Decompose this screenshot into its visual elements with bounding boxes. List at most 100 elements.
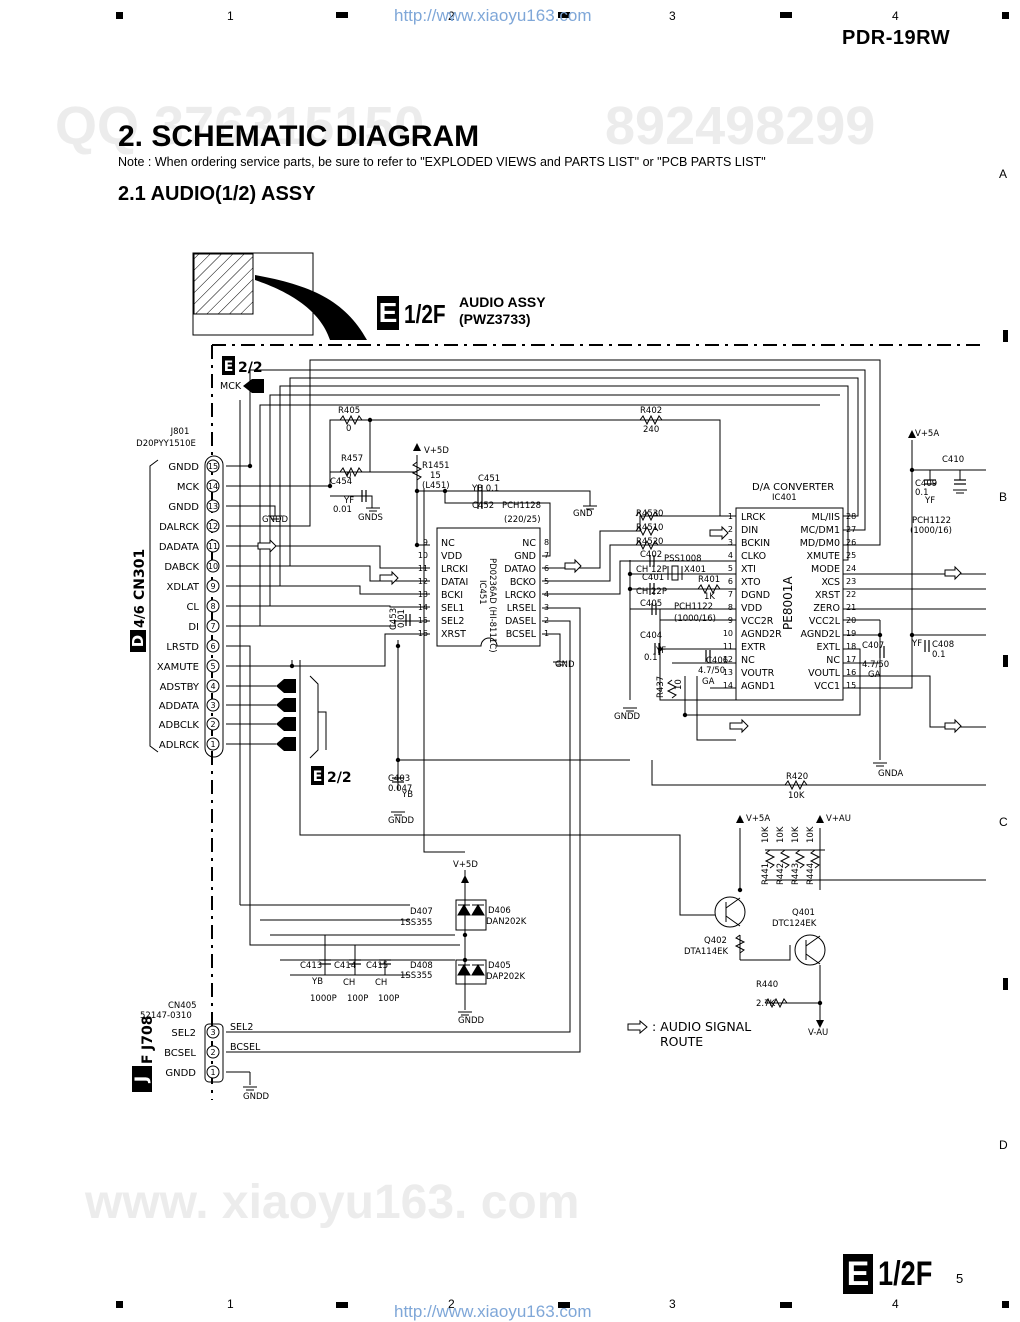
cn301-pin-number: 14 (208, 482, 218, 491)
j708-ref: J708 (140, 1016, 156, 1051)
vau-label: V+AU (826, 814, 851, 824)
r405-value: 0 (346, 424, 351, 434)
x401-ref: X401 (684, 565, 706, 575)
ic401-ref: IC401 (772, 493, 797, 503)
r1451-ref: R1451 (422, 461, 450, 471)
c409-type: YF (924, 496, 935, 506)
watermark-qq: QQ 376315150 (55, 96, 425, 156)
legend-text-line2: ROUTE (660, 1034, 703, 1049)
ic401-pin-name: XTO (741, 577, 761, 588)
c409-ref: C409 (915, 479, 937, 489)
gnda-label: GNDA (878, 769, 903, 779)
c401-value: CH 22P (636, 587, 667, 597)
cn301-pin-name: ADSTBY (160, 682, 200, 693)
ic451-right-pins: NC 8 GND 7 DATAO 6 BCKO 5 LRCKO 4 LRSEL … (504, 538, 549, 640)
cn301-pin-number: 8 (210, 602, 215, 611)
signal-route-arrows (257, 525, 962, 734)
assy-name: AUDIO ASSY (459, 294, 546, 310)
r402-value: 240 (643, 425, 659, 435)
d405-part: DAP202K (486, 972, 526, 982)
ic451-pin-name: NC (441, 538, 455, 549)
r1451-value: 15 (430, 471, 441, 481)
url-link-bottom[interactable]: http://www.xiaoyu163.com (394, 1302, 592, 1321)
ic401-pin-name: DGND (741, 590, 770, 601)
ic451-pin-name: SEL1 (441, 603, 464, 614)
cn301-pin-name: DABCK (164, 562, 199, 573)
ic451-pin-name: BCKO (510, 577, 536, 588)
ic401-pin-name: BCKIN (741, 538, 770, 549)
r451-value: 0 (658, 523, 663, 533)
c410-ref: C410 (942, 455, 964, 465)
cn301-pin-number: 7 (210, 622, 215, 631)
ic401-pin-num: 21 (846, 603, 856, 612)
r405-ref: R405 (338, 406, 360, 416)
j708-pins: SEL2 3 BCSEL 2 GNDD 1 (164, 1028, 215, 1079)
ic401-pin-name: ZERO (813, 603, 840, 614)
ic401-left-pins: 1 LRCK 2 DIN 3 BCKIN 4 CLKO 5 XTI 6 XTO … (723, 512, 782, 692)
ic451-pin-num: 12 (418, 577, 428, 586)
cn301-reference: D 4/6 CN301 (129, 549, 148, 652)
ic401-pin-name: EXTR (741, 642, 766, 653)
ic451-pin-num: 14 (418, 603, 428, 612)
gndd-label-j708: GNDD (243, 1092, 269, 1102)
ic401-pin-num: 8 (728, 603, 733, 612)
r453-ref: R453 (636, 509, 658, 519)
cn301-pin-name: ADLRCK (159, 740, 200, 751)
page-title: 2. SCHEMATIC DIAGRAM (118, 120, 480, 153)
ic401-pin-name: CLKO (741, 551, 766, 562)
ic451-pin-num: 13 (418, 590, 428, 599)
ic401-pin-name: AGND2R (741, 629, 782, 640)
e22-top-tag: E 2/2 (222, 356, 263, 376)
ic451-pin-num: 4 (544, 590, 549, 599)
cn301-pin-number: 3 (210, 701, 215, 710)
url-link-top[interactable]: http://www.xiaoyu163.com (394, 6, 592, 25)
ground-symbols (243, 489, 967, 1091)
gnd-label-ic451: GND (555, 660, 575, 670)
ic401-pin-name: VCC1 (814, 681, 840, 692)
q402-part: DTA114EK (684, 947, 728, 957)
c401-ref: C401 (642, 573, 664, 583)
c404-value: 0.1 (644, 653, 658, 663)
r452-value: 0 (658, 537, 663, 547)
c414-value: 100P (347, 994, 368, 1004)
d405-ref: D405 (488, 961, 511, 971)
ad-bus-bracket (309, 675, 319, 759)
ic401-pin-num: 9 (728, 616, 733, 625)
c406-value: 4.7/50 (698, 666, 725, 676)
board-outline (211, 344, 986, 1100)
d406-part: DAN202K (486, 917, 527, 927)
ic401-pin-name: VOUTL (808, 668, 841, 679)
footer-code-letter: E (846, 1255, 870, 1293)
net-bcsel-label: BCSEL (230, 1042, 261, 1053)
ic401-pin-name: XTI (741, 564, 756, 575)
cn301-pin-number: 1 (210, 740, 215, 749)
r-10k-value: 10K (791, 826, 801, 843)
ic451-pin-num: 8 (544, 538, 549, 547)
column-number-4: 4 (892, 9, 899, 23)
gnds-label: GNDS (358, 513, 383, 523)
e22-top-letter: E (224, 359, 234, 375)
r441-ref: R441 (761, 863, 771, 885)
ruler-mark (1002, 12, 1009, 19)
ic401-pin-num: 20 (846, 616, 856, 625)
r444-ref: R444 (806, 863, 816, 885)
pch1122b-part: PCH1122 (912, 516, 951, 526)
cn301-pin-number: 4 (210, 682, 215, 691)
net-sel2-label: SEL2 (230, 1022, 253, 1033)
ic401-pin-num: 14 (723, 681, 733, 690)
locator-map (192, 252, 367, 340)
junction-dots (247, 417, 915, 1006)
legend-text-line1: : AUDIO SIGNAL (652, 1019, 751, 1034)
ic401-pin-num: 17 (846, 655, 856, 664)
c452-value: (220/25) (504, 515, 541, 525)
cn301-pin-numbers: 15 14 13 12 11 10 9 8 7 6 5 4 3 2 1 (208, 462, 218, 749)
ic451-pin-name: DASEL (505, 616, 537, 627)
cn301-pin-name: XDLAT (166, 582, 199, 593)
ic451-pin-num: 9 (423, 538, 428, 547)
r452-ref: R452 (636, 537, 658, 547)
ic451-pin-num: 6 (544, 564, 549, 573)
ic401-pin-num: 25 (846, 551, 856, 560)
e22-top-sheet: 2/2 (238, 360, 263, 376)
ic401-pin-num: 11 (723, 642, 733, 651)
ic451-pin-name: BCKI (441, 590, 463, 601)
